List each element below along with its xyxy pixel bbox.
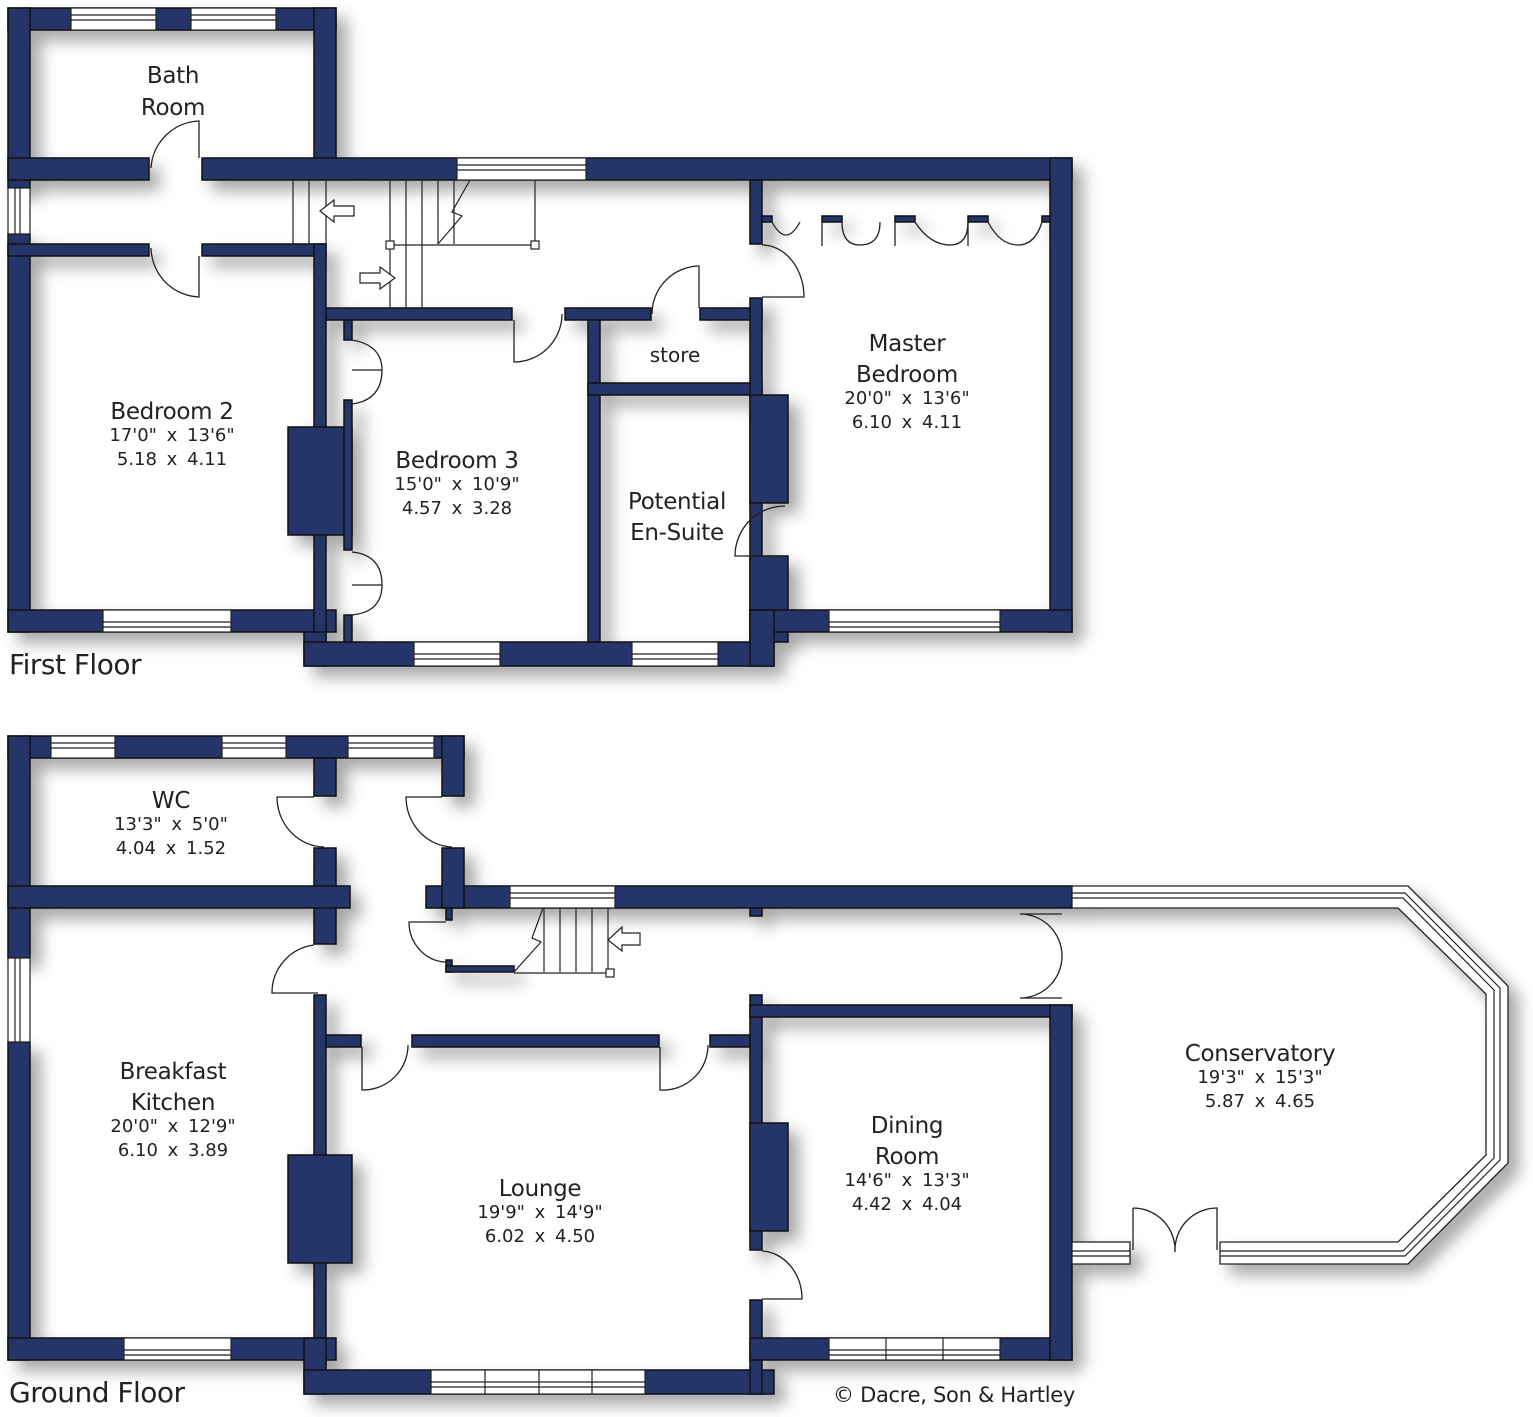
ground-floor-doors [271,796,1218,1300]
first-floor-windows [7,7,1001,667]
room-potential-en-suite: Potential En-Suite [628,490,726,545]
first-floor-doors [150,120,1043,616]
room-bedroom-2: Bedroom 2 17'0" x 13'6" 5.18 x 4.11 [109,400,234,471]
room-breakfast-kitchen: Breakfast Kitchen 20'0" x 12'9" 6.10 x 3… [110,1060,235,1162]
room-name: Room [874,1144,940,1171]
room-dimensions-metric: 5.87 x 4.65 [1204,1090,1316,1112]
ground-floor-staircase [513,907,641,978]
room-name: WC [151,788,191,814]
room-dimensions-metric: 4.42 x 4.04 [851,1193,963,1215]
room-name: Bedroom [856,362,958,389]
room-name: Breakfast [119,1059,227,1085]
ground-floor-walls [7,735,1073,1395]
room-dimensions-imperial: 15'0" x 10'9" [394,474,520,496]
room-dimensions-metric: 4.57 x 3.28 [401,497,513,519]
room-dimensions-imperial: 14'6" x 13'3" [844,1170,970,1192]
room-lounge: Lounge 19'9" x 14'9" 6.02 x 4.50 [477,1177,602,1248]
room-store: store [650,342,701,368]
room-name: Bath [146,63,200,89]
room-dimensions-metric: 4.04 x 1.52 [115,837,227,859]
room-dining-room: Dining Room 14'6" x 13'3" 4.42 x 4.04 [844,1114,969,1216]
room-name: Master [868,331,946,357]
room-bedroom-3: Bedroom 3 15'0" x 10'9" 4.57 x 3.28 [394,449,519,520]
room-name: store [649,343,701,367]
room-name: Lounge [498,1176,582,1202]
room-dimensions-metric: 5.18 x 4.11 [116,448,228,470]
room-name: Bedroom 3 [395,448,519,474]
room-name: En-Suite [630,520,724,547]
conservatory-frame [1071,885,1509,1265]
room-dimensions-imperial: 20'0" x 12'9" [110,1116,236,1138]
floor-title-first: First Floor [9,648,141,681]
room-dimensions-imperial: 20'0" x 13'6" [844,388,970,410]
copyright-notice: © Dacre, Son & Hartley [833,1383,1076,1407]
room-bathroom: Bath Room [140,63,206,122]
first-floor-walls [7,7,1073,667]
room-dimensions-metric: 6.10 x 4.11 [851,411,963,433]
room-name: Room [140,95,206,122]
room-master-bedroom: Master Bedroom 20'0" x 13'6" 6.10 x 4.11 [844,332,969,434]
room-dimensions-imperial: 17'0" x 13'6" [109,425,235,447]
room-name: Bedroom 2 [110,399,234,425]
ground-floor-windows [7,735,1001,1395]
room-dimensions-metric: 6.02 x 4.50 [484,1225,596,1247]
room-dimensions-metric: 6.10 x 3.89 [117,1139,229,1161]
room-name: Kitchen [130,1090,216,1117]
floor-title-ground: Ground Floor [9,1376,185,1409]
room-dimensions-imperial: 19'9" x 14'9" [477,1202,603,1224]
room-dimensions-imperial: 19'3" x 15'3" [1197,1067,1323,1089]
room-name: Conservatory [1184,1041,1336,1067]
room-name: Potential [627,489,727,515]
room-dimensions-imperial: 13'3" x 5'0" [114,814,228,836]
room-name: Dining [870,1113,944,1139]
room-wc: WC 13'3" x 5'0" 4.04 x 1.52 [114,789,228,860]
first-floor-staircase [292,179,540,308]
room-conservatory: Conservatory 19'3" x 15'3" 5.87 x 4.65 [1185,1042,1336,1113]
